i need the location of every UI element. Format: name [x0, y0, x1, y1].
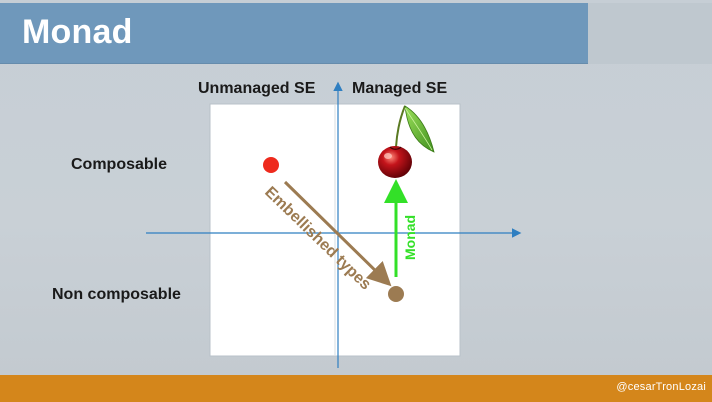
title-bar-extension [588, 3, 712, 64]
embellished-types-arrow [283, 180, 392, 287]
column-label-managed: Managed SE [352, 80, 448, 97]
composable-unmanaged-dot [263, 157, 279, 173]
column-label-unmanaged: Unmanaged SE [198, 80, 316, 97]
row-label-non-composable: Non composable [52, 286, 181, 303]
title-bar: Monad [0, 3, 588, 64]
cherry-icon [378, 105, 435, 178]
monad-arrow-label: Monad [402, 215, 418, 260]
footer-bar: @cesarTronLozai [0, 375, 712, 402]
non-composable-managed-dot [388, 286, 404, 302]
author-handle: @cesarTronLozai [616, 381, 706, 393]
row-label-composable: Composable [71, 156, 168, 173]
slide-title: Monad [22, 13, 133, 51]
